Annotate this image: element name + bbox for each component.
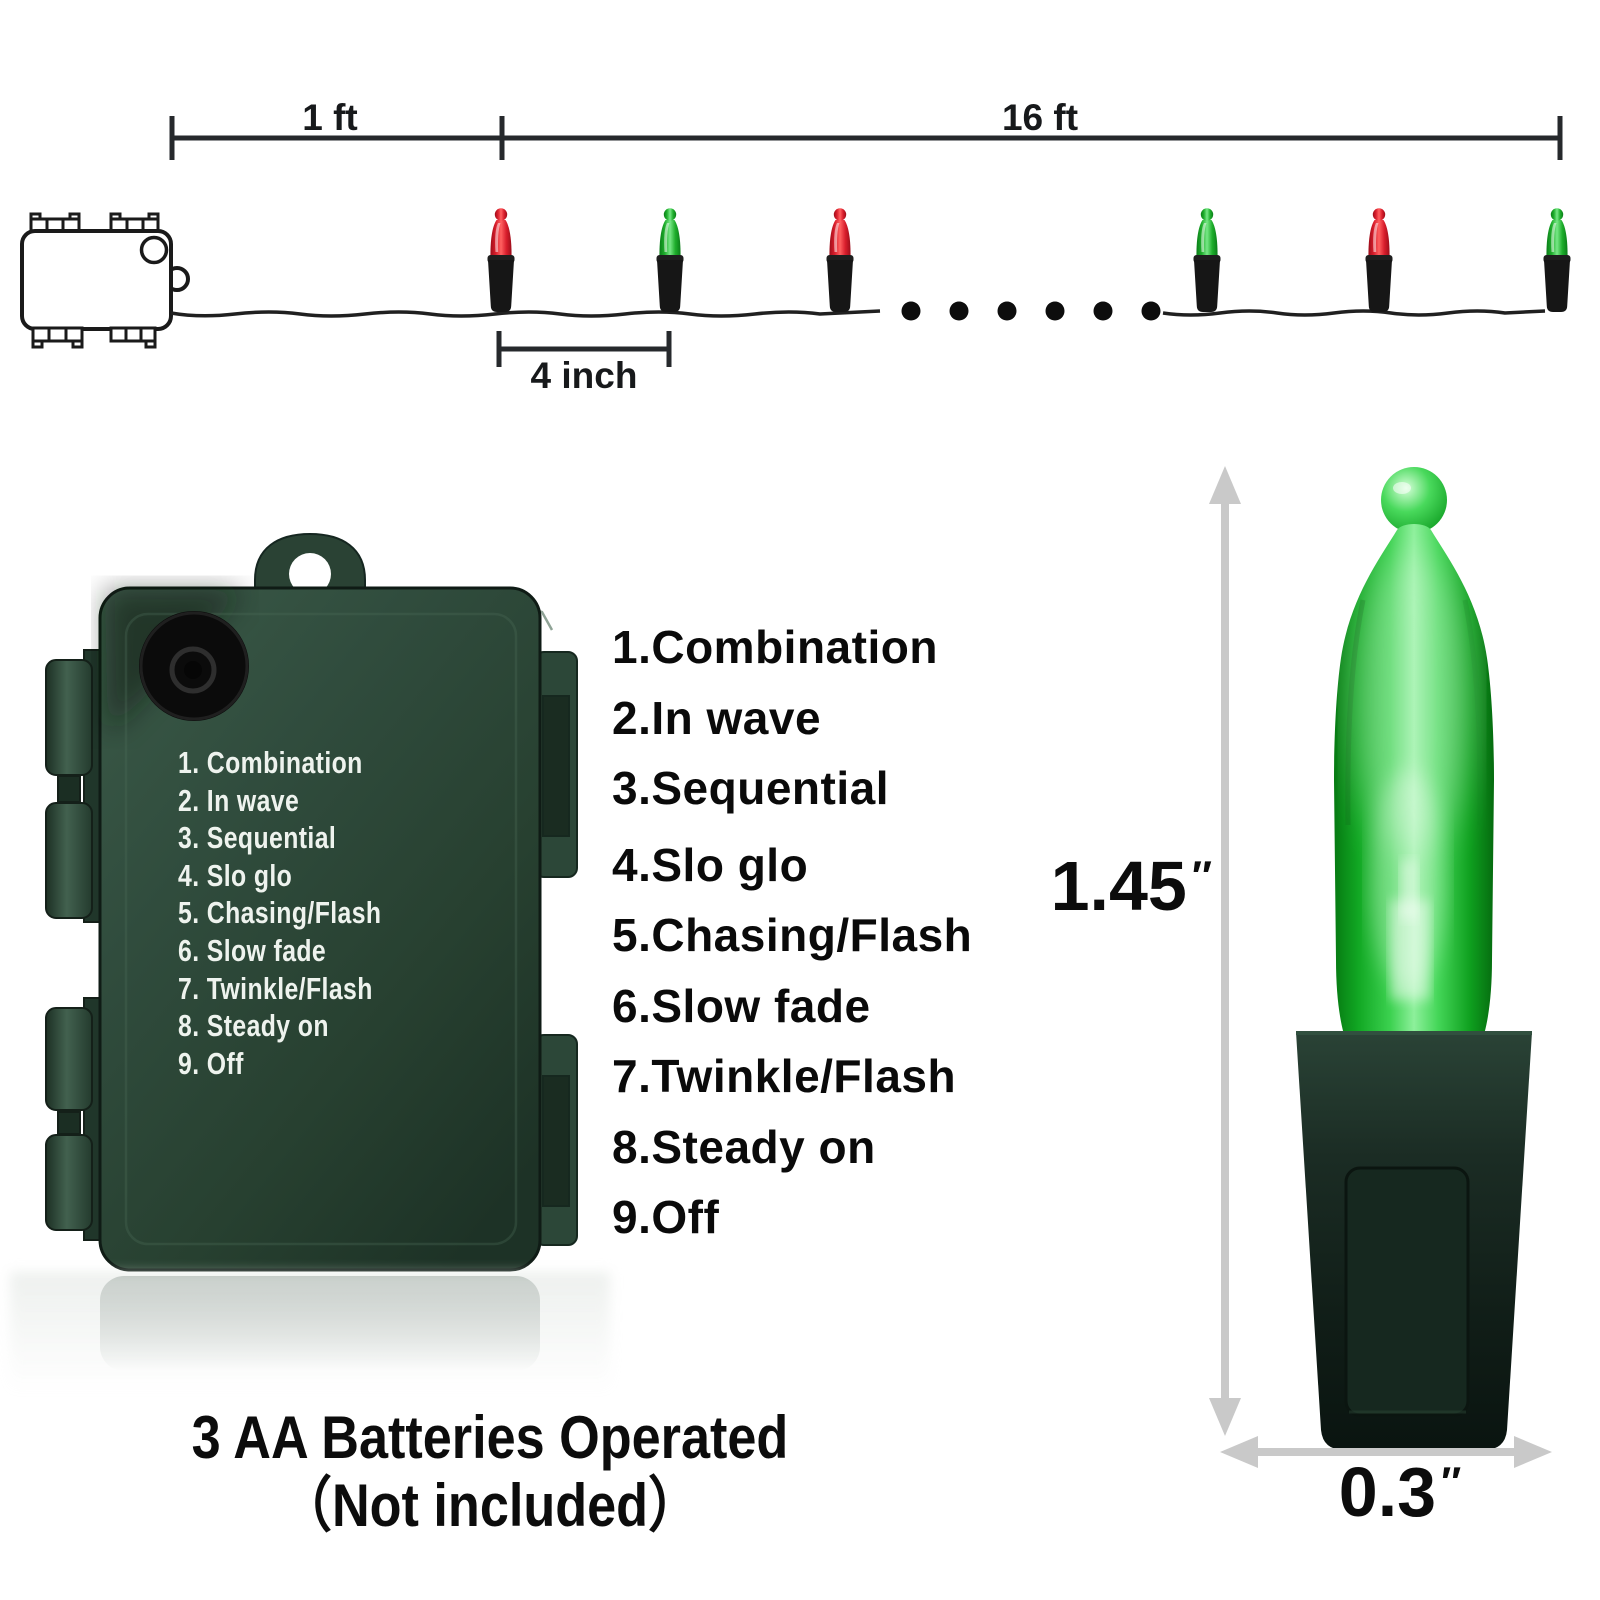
mini-bulb-green-2 bbox=[1193, 208, 1221, 312]
mini-bulb-red-1 bbox=[487, 208, 515, 312]
inch-mark: ″ bbox=[1191, 852, 1212, 899]
mode-item: 8.Steady on bbox=[612, 1120, 876, 1173]
box-mode-line: 4. Slo glo bbox=[178, 857, 293, 893]
battery-box-mode-list: 1. Combination 2. In wave 3. Sequential … bbox=[178, 744, 381, 1082]
string-lights-dimension-diagram bbox=[20, 116, 1571, 367]
inch-mark: ″ bbox=[1441, 1458, 1462, 1505]
box-mode-line: 3. Sequential bbox=[178, 820, 337, 856]
mode-item: 4.Slo glo bbox=[612, 838, 809, 891]
dimension-line bbox=[169, 116, 1563, 160]
mini-bulb-red-2 bbox=[826, 208, 854, 312]
right-clips bbox=[497, 596, 578, 1246]
mode-item: 6.Slow fade bbox=[612, 979, 871, 1032]
string-length-label: 16 ft bbox=[1001, 97, 1079, 138]
mini-bulb-red-3 bbox=[1365, 208, 1393, 312]
mode-item: 1.Combination bbox=[612, 621, 938, 673]
box-mode-line: 7. Twinkle/Flash bbox=[178, 970, 373, 1006]
mode-item: 2.In wave bbox=[612, 691, 822, 744]
battery-note-line2: （Not included） bbox=[279, 1472, 701, 1539]
bulb-spacing-bracket bbox=[496, 331, 672, 367]
box-mode-line: 8. Steady on bbox=[178, 1008, 329, 1044]
lighting-modes-list: 1.Combination 2.In wave 3.Sequential 4.S… bbox=[612, 612, 972, 1253]
continuation-dots bbox=[901, 301, 1161, 321]
height-arrow bbox=[1209, 466, 1241, 1436]
mini-bulb-green-3 bbox=[1543, 208, 1571, 312]
mini-bulb-green-1 bbox=[656, 208, 684, 312]
mode-item: 9.Off bbox=[612, 1191, 720, 1243]
socket-panel bbox=[1344, 1166, 1470, 1417]
battery-note: 3 AA Batteries Operated （Not included） bbox=[142, 1404, 838, 1540]
bulb-width-label: 0.3″ bbox=[1280, 1452, 1520, 1532]
bulb-glass bbox=[1334, 467, 1494, 1046]
mode-button bbox=[139, 611, 249, 721]
battery-box-photo bbox=[45, 532, 578, 1371]
bulb-width-value: 0.3 bbox=[1338, 1453, 1437, 1531]
bulb-spacing-label: 4 inch bbox=[530, 355, 638, 396]
floor-reflection bbox=[10, 1272, 610, 1392]
light-string-wire bbox=[170, 309, 1546, 318]
bulb-socket bbox=[1296, 1031, 1532, 1450]
box-mode-line: 9. Off bbox=[178, 1045, 244, 1081]
battery-note-line1: 3 AA Batteries Operated bbox=[191, 1404, 789, 1471]
width-arrow bbox=[1220, 1436, 1552, 1468]
mode-item: 5.Chasing/Flash bbox=[612, 909, 973, 961]
mode-item: 7.Twinkle/Flash bbox=[612, 1050, 957, 1102]
lead-wire-length-label: 1 ft bbox=[302, 97, 358, 138]
mode-item: 3.Sequential bbox=[612, 762, 889, 814]
box-mode-line: 6. Slow fade bbox=[178, 932, 327, 968]
bulb-height-value: 1.45 bbox=[1050, 847, 1187, 925]
box-mode-line: 1. Combination bbox=[178, 745, 363, 780]
led-bulb-closeup bbox=[1209, 466, 1552, 1468]
battery-pack-icon bbox=[20, 212, 190, 349]
bulb-height-label: 1.45″ bbox=[990, 846, 1212, 926]
box-mode-line: 2. In wave bbox=[178, 782, 300, 818]
box-mode-line: 5. Chasing/Flash bbox=[178, 895, 382, 931]
